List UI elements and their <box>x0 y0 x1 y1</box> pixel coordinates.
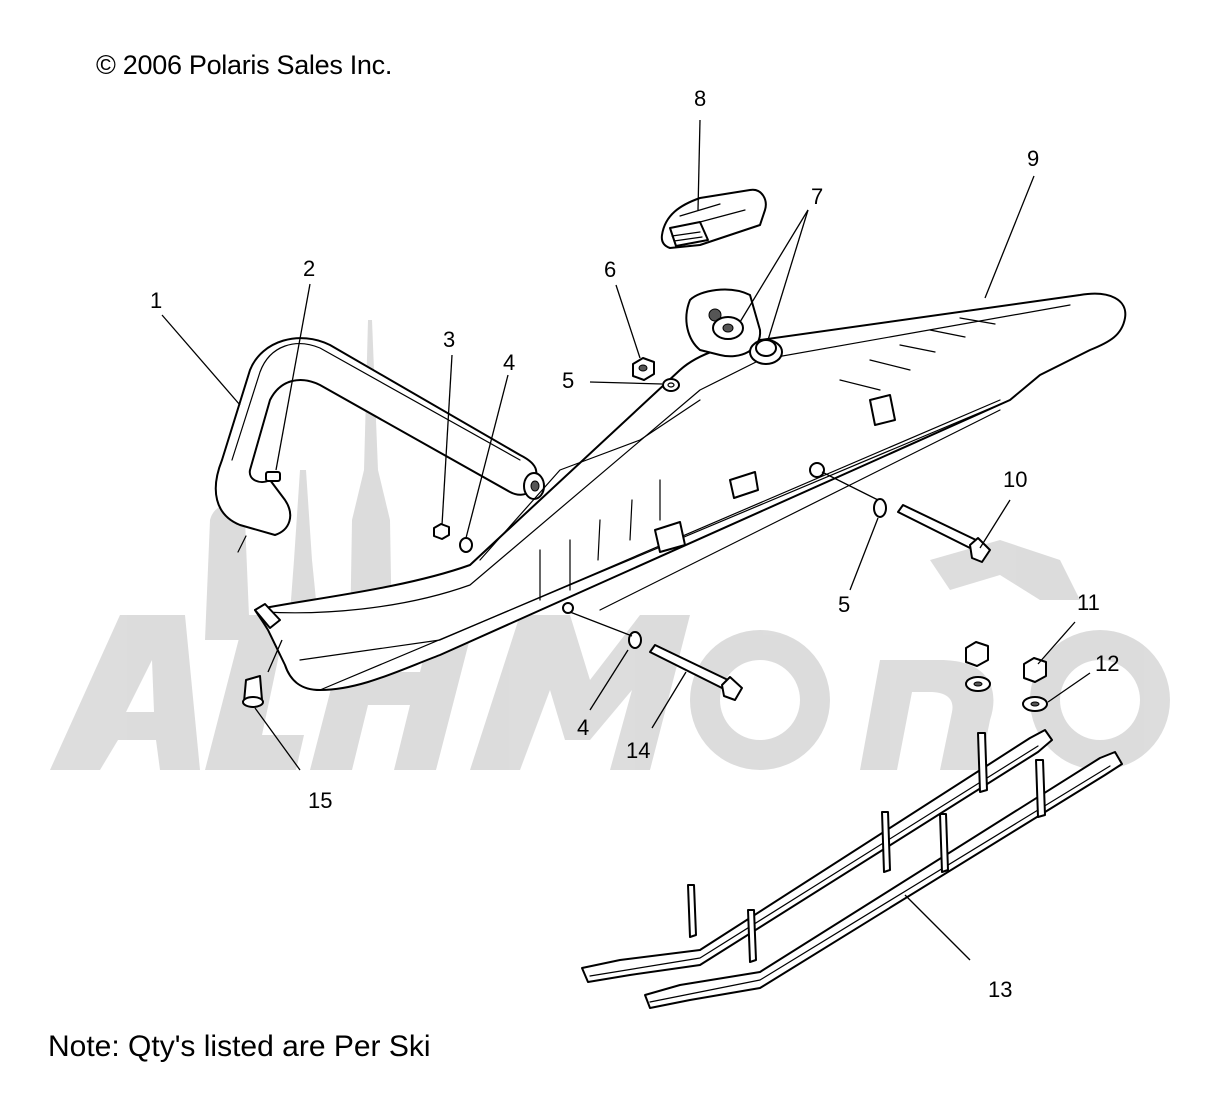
leader-lines <box>161 119 1091 961</box>
callout-10: 10 <box>1003 467 1027 492</box>
callout-1: 1 <box>150 288 162 313</box>
callout-11: 11 <box>1077 590 1100 615</box>
callout-4: 4 <box>503 350 515 375</box>
quantity-note: Note: Qty's listed are Per Ski <box>48 1030 431 1063</box>
callout-5-lower: 5 <box>838 592 850 617</box>
callout-15: 15 <box>308 788 332 813</box>
callout-9: 9 <box>1027 146 1039 171</box>
callout-13: 13 <box>988 977 1012 1002</box>
callout-12: 12 <box>1095 651 1119 676</box>
part-11-nuts <box>965 641 1047 683</box>
callout-7: 7 <box>811 184 823 209</box>
callout-8: 8 <box>694 86 706 111</box>
part-9-ski <box>254 288 1127 691</box>
part-2-pin <box>265 471 281 482</box>
callout-5: 5 <box>562 368 574 393</box>
callout-labels: 1 2 3 4 5 6 7 8 9 10 11 12 13 4 5 14 15 <box>150 86 1119 1002</box>
callout-4-lower: 4 <box>577 715 589 740</box>
part-5-washer-upper <box>662 378 680 392</box>
part-8-bumper <box>660 188 767 249</box>
part-4-washer-left <box>459 537 473 553</box>
callout-3: 3 <box>443 327 455 352</box>
callout-2: 2 <box>303 256 315 281</box>
part-15-rivet <box>242 675 264 708</box>
part-10-bolt <box>873 498 991 563</box>
part-6-nut <box>632 357 655 381</box>
part-3-nut <box>433 523 450 540</box>
part-7-bushings <box>712 316 783 365</box>
part-13-wear-bar <box>581 729 1123 1009</box>
part-12-washers <box>965 676 1048 712</box>
callout-14: 14 <box>626 738 650 763</box>
callout-6: 6 <box>604 257 616 282</box>
copyright-notice: © 2006 Polaris Sales Inc. <box>96 50 393 80</box>
part-14-bolt <box>628 631 743 701</box>
watermark-graphic <box>50 320 1170 770</box>
